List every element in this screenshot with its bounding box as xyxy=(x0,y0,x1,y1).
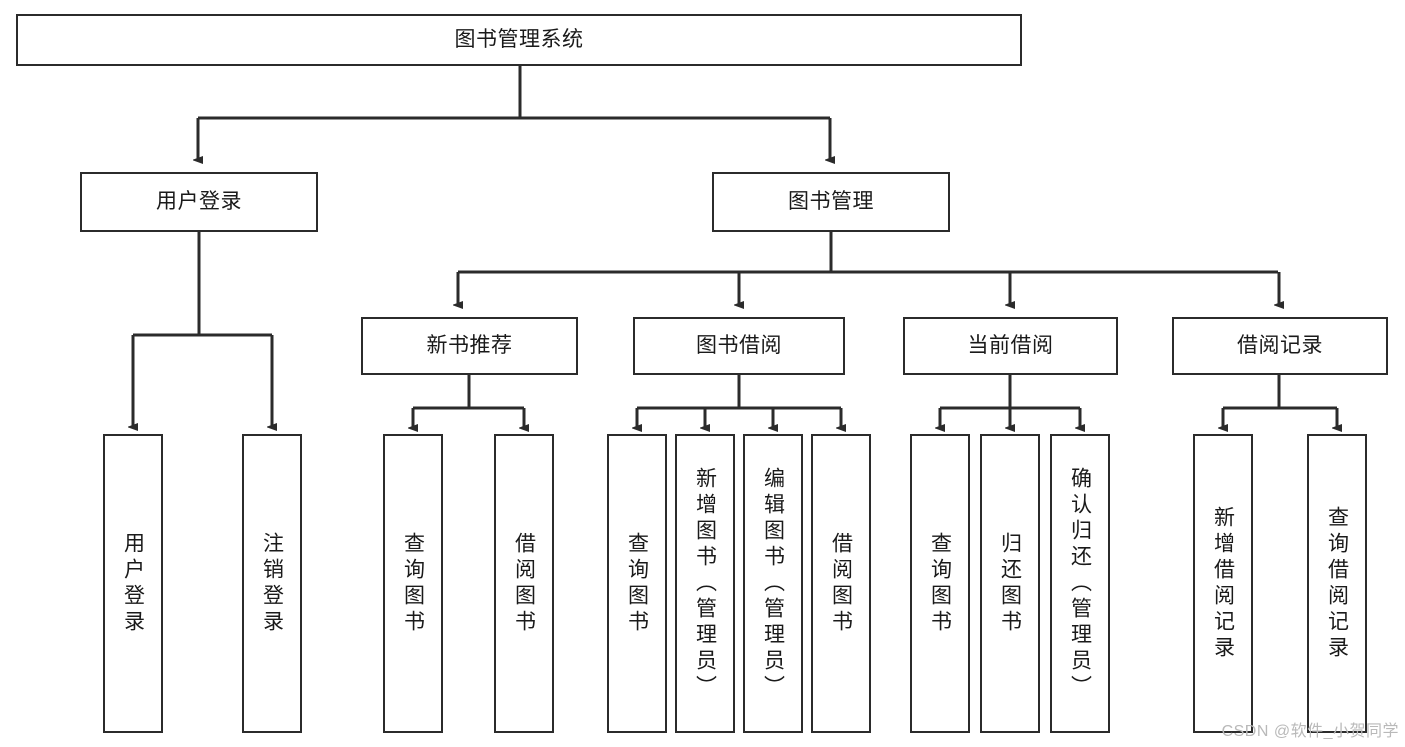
leaf-user-login-label: 用户登录 xyxy=(121,531,145,636)
leaf-edit-book-label: 编辑图书（管理员） xyxy=(761,466,785,701)
leaf-query-book-3-label: 查询图书 xyxy=(928,531,952,636)
csdn-watermark: CSDN @软件_小贺同学 xyxy=(1221,723,1399,740)
leaf-query-book-1[interactable]: 查询图书 xyxy=(383,434,443,733)
leaf-borrow-book-2[interactable]: 借阅图书 xyxy=(811,434,871,733)
leaf-add-book-label: 新增图书（管理员） xyxy=(693,466,717,701)
node-book-borrow[interactable]: 图书借阅 xyxy=(633,317,845,375)
leaf-logout[interactable]: 注销登录 xyxy=(242,434,302,733)
leaf-query-record[interactable]: 查询借阅记录 xyxy=(1307,434,1367,733)
leaf-return-book-label: 归还图书 xyxy=(998,531,1022,636)
node-borrow-record[interactable]: 借阅记录 xyxy=(1172,317,1388,375)
leaf-user-login[interactable]: 用户登录 xyxy=(103,434,163,733)
node-user-login-label: 用户登录 xyxy=(156,190,242,214)
leaf-borrow-book-1[interactable]: 借阅图书 xyxy=(494,434,554,733)
leaf-logout-label: 注销登录 xyxy=(260,531,284,636)
leaf-borrow-book-2-label: 借阅图书 xyxy=(829,531,853,636)
leaf-borrow-book-1-label: 借阅图书 xyxy=(512,531,536,636)
leaf-query-book-2-label: 查询图书 xyxy=(625,531,649,636)
node-new-book-recommend-label: 新书推荐 xyxy=(426,334,513,358)
leaf-return-book[interactable]: 归还图书 xyxy=(980,434,1040,733)
leaf-edit-book[interactable]: 编辑图书（管理员） xyxy=(743,434,803,733)
node-book-manage-label: 图书管理 xyxy=(788,190,874,214)
leaf-add-book[interactable]: 新增图书（管理员） xyxy=(675,434,735,733)
node-borrow-record-label: 借阅记录 xyxy=(1237,334,1323,358)
leaf-query-record-label: 查询借阅记录 xyxy=(1325,505,1349,662)
leaf-query-book-2[interactable]: 查询图书 xyxy=(607,434,667,733)
node-book-borrow-label: 图书借阅 xyxy=(696,334,782,358)
node-user-login[interactable]: 用户登录 xyxy=(80,172,318,232)
node-book-manage[interactable]: 图书管理 xyxy=(712,172,950,232)
node-current-borrow-label: 当前借阅 xyxy=(967,334,1054,358)
node-current-borrow[interactable]: 当前借阅 xyxy=(903,317,1118,375)
leaf-query-book-3[interactable]: 查询图书 xyxy=(910,434,970,733)
leaf-query-book-1-label: 查询图书 xyxy=(401,531,425,636)
node-new-book-recommend[interactable]: 新书推荐 xyxy=(361,317,578,375)
leaf-confirm-return[interactable]: 确认归还（管理员） xyxy=(1050,434,1110,733)
leaf-add-record-label: 新增借阅记录 xyxy=(1211,505,1235,662)
node-root[interactable]: 图书管理系统 xyxy=(16,14,1022,66)
leaf-confirm-return-label: 确认归还（管理员） xyxy=(1068,466,1092,701)
leaf-add-record[interactable]: 新增借阅记录 xyxy=(1193,434,1253,733)
node-root-label: 图书管理系统 xyxy=(454,28,584,52)
